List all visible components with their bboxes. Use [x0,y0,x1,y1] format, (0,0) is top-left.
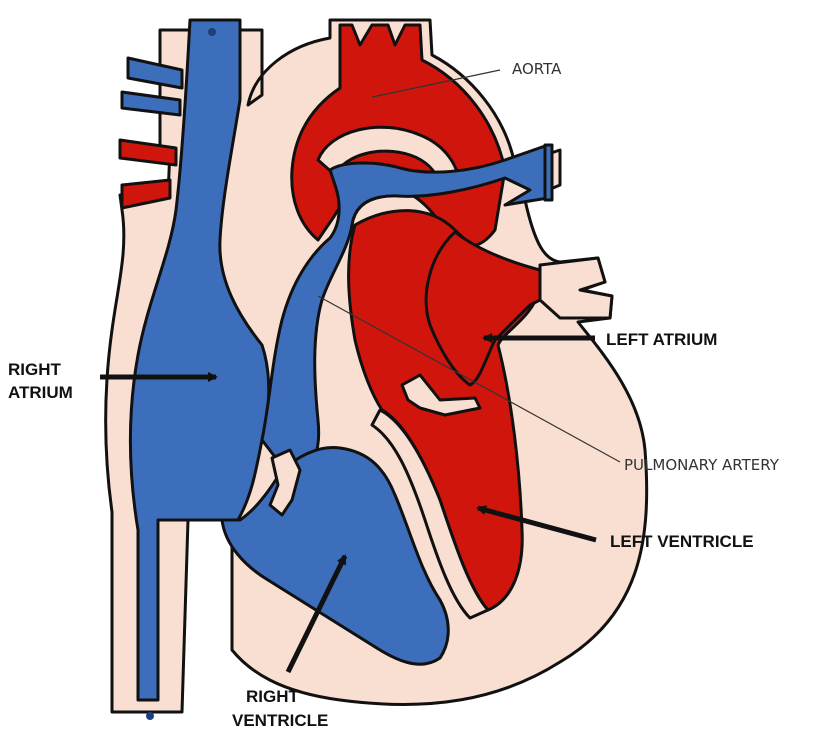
label-right-ventricle-line1: RIGHT [246,687,300,706]
label-right-atrium-line1: RIGHT [8,360,62,379]
label-pulmonary-artery: PULMONARY ARTERY [624,456,780,474]
ivc-cap-dot [146,712,154,720]
label-right-ventricle-line2: VENTRICLE [232,711,328,730]
label-left-ventricle: LEFT VENTRICLE [610,532,754,551]
label-right-atrium-line2: ATRIUM [8,383,73,402]
svc-cap-dot [208,28,216,36]
label-left-atrium: LEFT ATRIUM [606,330,717,349]
pulmonary-vein-stubs [540,258,612,318]
label-aorta: AORTA [512,60,562,78]
brachiocephalic-veins-blue [122,58,182,115]
pulmonary-artery-branches [545,145,552,200]
